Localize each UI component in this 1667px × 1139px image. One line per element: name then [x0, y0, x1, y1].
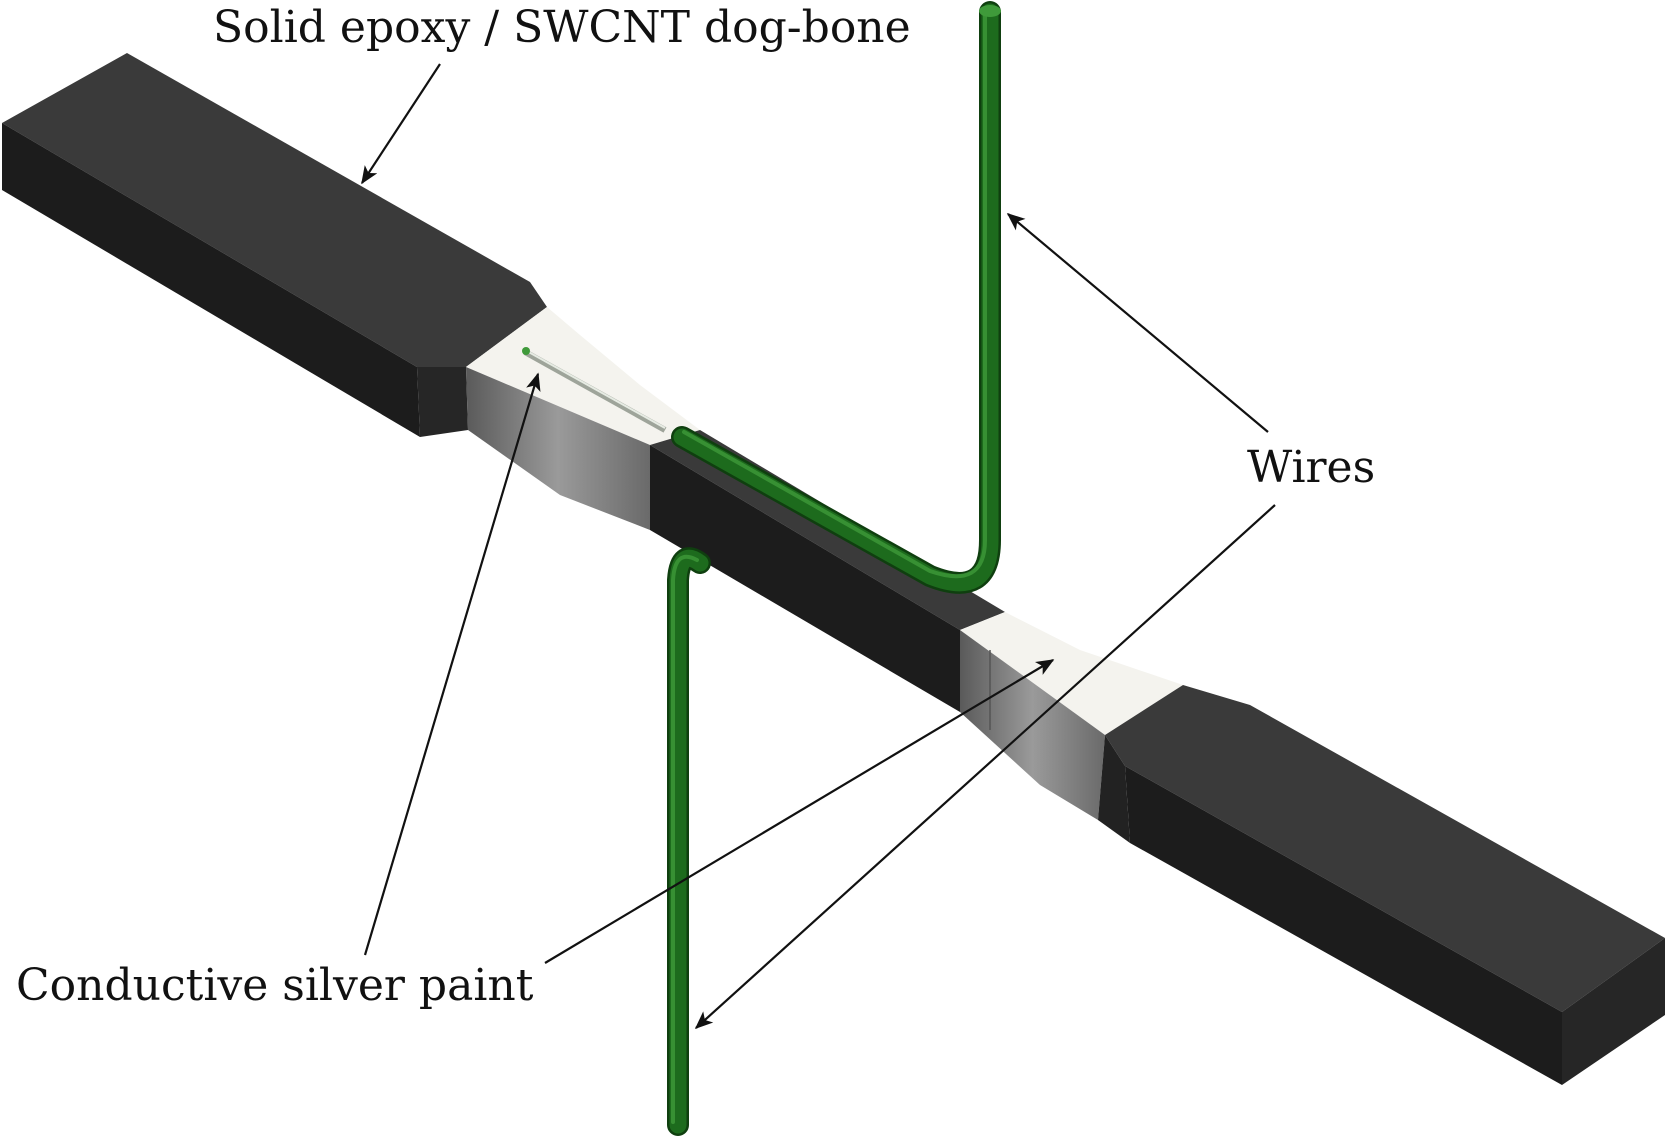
dogbone-specimen — [2, 53, 1665, 1085]
wire-upper — [671, 1, 1001, 594]
left-silver-paint-top-main — [466, 307, 700, 445]
arrow-silver-left — [363, 372, 541, 956]
label-silver-paint: Conductive silver paint — [16, 960, 534, 1011]
gauge-front-face — [650, 445, 960, 712]
left-grip-front-face — [2, 123, 420, 437]
left-grip-top-face — [2, 53, 547, 367]
left-silver-paint-side — [466, 367, 650, 530]
right-grip-end-face — [1562, 938, 1665, 1085]
arrow-wires-lower — [694, 504, 1276, 1030]
embedded-wire-strand — [522, 347, 667, 433]
right-grip-top-face — [1105, 685, 1665, 1012]
arrow-dogbone — [361, 63, 441, 185]
label-dogbone: Solid epoxy / SWCNT dog-bone — [213, 2, 911, 53]
label-wires: Wires — [1247, 442, 1375, 493]
leader-lines — [361, 63, 1276, 1030]
right-grip-front-face — [1125, 766, 1562, 1085]
right-grip-shoulder-face — [1098, 735, 1130, 843]
wire-upper-end — [979, 5, 1001, 17]
right-silver-paint-top — [960, 612, 1183, 735]
wire-lower — [667, 547, 711, 1136]
arrow-silver-right — [544, 659, 1055, 964]
arrow-wires-upper — [1006, 213, 1269, 433]
left-grip-shoulder-face — [417, 367, 468, 437]
